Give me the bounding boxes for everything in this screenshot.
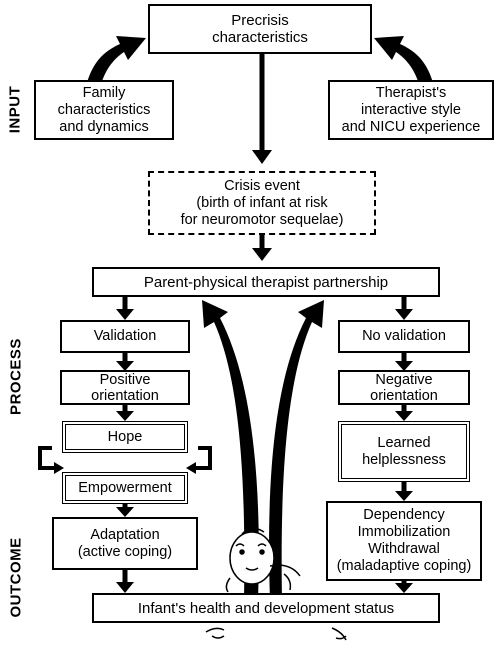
feedback-arrow-right	[269, 300, 324, 600]
infant-status-box: Infant's health and development status	[92, 593, 440, 623]
curved-arrow-family-precrisis	[86, 36, 146, 88]
no-validation-box: No validation	[338, 320, 470, 353]
precrisis-box: Precrisis characteristics	[148, 4, 372, 54]
hope-box: Hope	[62, 421, 188, 453]
family-box: Family characteristics and dynamics	[34, 80, 174, 140]
validation-box: Validation	[60, 320, 190, 353]
infant-illustration	[205, 527, 347, 641]
empowerment-box: Empowerment	[62, 472, 188, 504]
dependency-box: Dependency Immobilization Withdrawal (ma…	[326, 501, 482, 581]
partnership-box: Parent-physical therapist partnership	[92, 267, 440, 297]
adaptation-box: Adaptation (active coping)	[52, 517, 198, 570]
learned-helplessness-box: Learned helplessness	[338, 421, 470, 482]
feedback-arrow-left	[202, 300, 259, 600]
therapist-box: Therapist's interactive style and NICU e…	[328, 80, 494, 140]
positive-orientation-box: Positive orientation	[60, 370, 190, 405]
crisis-box: Crisis event (birth of infant at risk fo…	[148, 171, 376, 235]
negative-orientation-box: Negative orientation	[338, 370, 470, 405]
curved-arrow-therapist-precrisis	[374, 36, 434, 88]
